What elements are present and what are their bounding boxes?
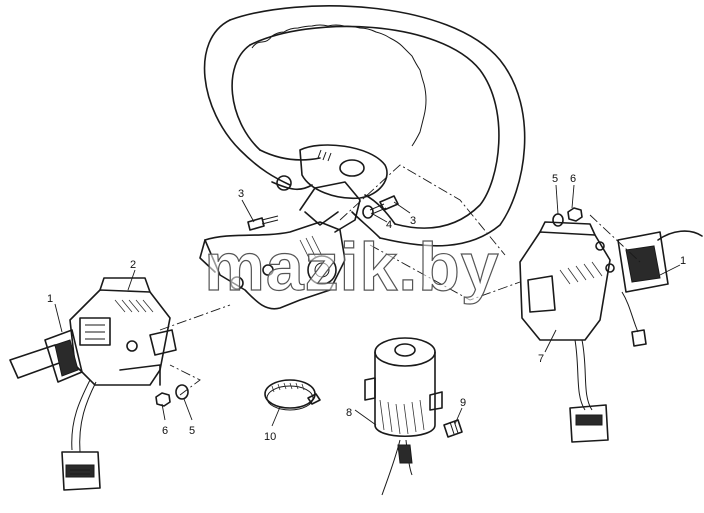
callout-10: 10 (264, 431, 276, 443)
ignition-switch (364, 337, 443, 496)
callout-8: 8 (346, 407, 352, 419)
watermark: mazik.by (204, 229, 499, 305)
callout-6-left: 6 (162, 425, 168, 437)
washer-right (552, 213, 564, 227)
callout-5-right: 5 (552, 173, 558, 185)
callout-7: 7 (538, 353, 544, 365)
washer-4 (362, 205, 374, 219)
callout-3-left: 3 (238, 188, 244, 200)
callout-1-left: 1 (47, 293, 53, 305)
left-switch-lever (9, 329, 83, 383)
nut-right (567, 207, 583, 222)
bolt-left (247, 215, 279, 231)
callout-4: 4 (386, 219, 392, 231)
callout-9: 9 (460, 397, 466, 409)
callout-leaders (54, 184, 681, 427)
callout-labels: 1 2 3 3 4 5 6 1 7 6 5 10 8 9 (47, 173, 686, 443)
right-switch-lever (617, 230, 703, 293)
right-switch-assembly (519, 221, 615, 341)
callout-2: 2 (130, 259, 136, 271)
right-wire-harness (569, 291, 647, 443)
callout-1-right: 1 (680, 255, 686, 267)
left-wire-harness (61, 379, 101, 491)
nut-left (155, 392, 171, 407)
washer-left (175, 384, 189, 400)
callout-5-left: 5 (189, 425, 195, 437)
callout-6-right: 6 (570, 173, 576, 185)
left-switch-assembly (69, 277, 177, 386)
hose-clamp-10 (264, 379, 321, 411)
column-bracket (199, 181, 361, 310)
steering-wheel (203, 5, 526, 247)
screw-9 (443, 419, 463, 438)
assembly-lines (159, 164, 641, 396)
callout-3-right: 3 (410, 215, 416, 227)
